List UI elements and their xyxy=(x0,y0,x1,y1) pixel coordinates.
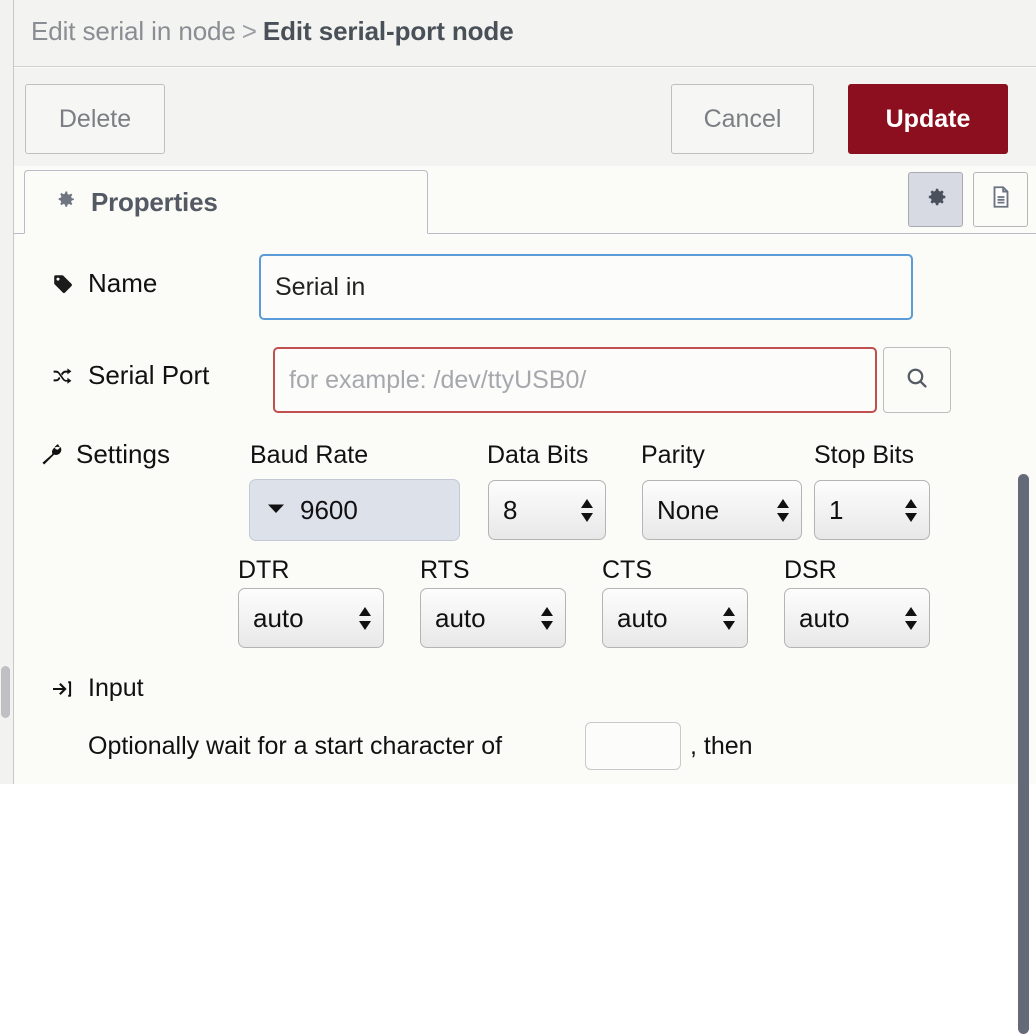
tag-icon xyxy=(48,272,78,296)
parity-select[interactable]: None xyxy=(642,480,802,540)
tab-strip-underline xyxy=(14,233,1036,234)
dtr-label: DTR xyxy=(238,556,290,584)
rts-label: RTS xyxy=(420,556,470,584)
description-view-button[interactable] xyxy=(973,172,1028,227)
dsr-value: auto xyxy=(799,602,850,633)
form-scrollbar-track[interactable] xyxy=(1014,234,1036,1034)
baud-rate-combo[interactable]: 9600 xyxy=(249,479,460,541)
settings-label-text: Settings xyxy=(76,439,170,469)
update-button[interactable]: Update xyxy=(848,84,1008,154)
sign-in-icon xyxy=(48,678,78,700)
cts-value: auto xyxy=(617,602,668,633)
serial-port-label-text: Serial Port xyxy=(88,360,210,390)
stop-bits-value: 1 xyxy=(829,494,844,525)
wrench-icon xyxy=(36,442,66,468)
parity-value: None xyxy=(657,494,720,525)
start-character-text-before: Optionally wait for a start character of xyxy=(88,732,503,760)
left-gutter xyxy=(0,0,13,784)
dsr-label: DSR xyxy=(784,556,837,584)
spinner-arrows-icon xyxy=(722,606,736,630)
name-label: Name xyxy=(48,268,157,299)
chevron-down-icon xyxy=(266,501,286,520)
input-section-label-text: Input xyxy=(88,674,144,702)
tab-properties[interactable]: Properties xyxy=(24,170,428,234)
gear-icon xyxy=(52,187,77,217)
tab-tool-buttons xyxy=(908,172,1028,227)
spinner-arrows-icon xyxy=(904,498,918,522)
name-label-text: Name xyxy=(88,268,158,298)
start-character-text-after: , then xyxy=(690,732,753,760)
tab-strip: Properties xyxy=(14,166,1036,234)
gear-icon xyxy=(923,184,949,215)
spinner-arrows-icon xyxy=(358,606,372,630)
data-bits-select[interactable]: 8 xyxy=(488,480,606,540)
serial-port-label: Serial Port xyxy=(48,360,209,391)
properties-view-button[interactable] xyxy=(908,172,963,227)
dtr-select[interactable]: auto xyxy=(238,588,384,648)
left-divider xyxy=(13,0,14,784)
stop-bits-label: Stop Bits xyxy=(814,441,915,469)
serial-port-search-button[interactable] xyxy=(883,347,951,413)
delete-button[interactable]: Delete xyxy=(25,84,165,154)
cts-label: CTS xyxy=(602,556,652,584)
breadcrumb-parent[interactable]: Edit serial in node xyxy=(31,16,236,46)
cts-select[interactable]: auto xyxy=(602,588,748,648)
spinner-arrows-icon xyxy=(540,606,554,630)
document-icon xyxy=(988,184,1014,215)
breadcrumb-separator: > xyxy=(241,16,257,46)
settings-label: Settings xyxy=(36,439,170,470)
dtr-value: auto xyxy=(253,602,304,633)
name-input[interactable] xyxy=(259,254,913,320)
data-bits-value: 8 xyxy=(503,494,518,525)
rts-value: auto xyxy=(435,602,486,633)
baud-rate-label: Baud Rate xyxy=(250,441,369,469)
dialog-header: Edit serial in node>Edit serial-port nod… xyxy=(14,0,1036,67)
properties-form: Name Serial Port xyxy=(14,234,1036,784)
dsr-select[interactable]: auto xyxy=(784,588,930,648)
spinner-arrows-icon xyxy=(776,498,790,522)
left-scroll-thumb[interactable] xyxy=(1,666,10,718)
shuffle-icon xyxy=(48,364,78,388)
data-bits-label: Data Bits xyxy=(487,441,589,469)
breadcrumb-current: Edit serial-port node xyxy=(262,16,514,46)
form-scrollbar-thumb[interactable] xyxy=(1018,474,1029,1034)
tab-properties-label: Properties xyxy=(91,186,218,217)
rts-select[interactable]: auto xyxy=(420,588,566,648)
stop-bits-select[interactable]: 1 xyxy=(814,480,930,540)
spinner-arrows-icon xyxy=(580,498,594,522)
input-section-label: Input xyxy=(48,674,144,703)
start-character-input[interactable] xyxy=(585,722,681,770)
parity-label: Parity xyxy=(641,441,705,469)
cancel-button[interactable]: Cancel xyxy=(671,84,814,154)
breadcrumb: Edit serial in node>Edit serial-port nod… xyxy=(31,16,514,47)
spinner-arrows-icon xyxy=(904,606,918,630)
serial-port-input[interactable] xyxy=(273,347,877,413)
baud-rate-value: 9600 xyxy=(300,494,358,525)
search-icon xyxy=(904,365,930,396)
dialog-action-bar: Delete Cancel Update xyxy=(14,68,1036,166)
